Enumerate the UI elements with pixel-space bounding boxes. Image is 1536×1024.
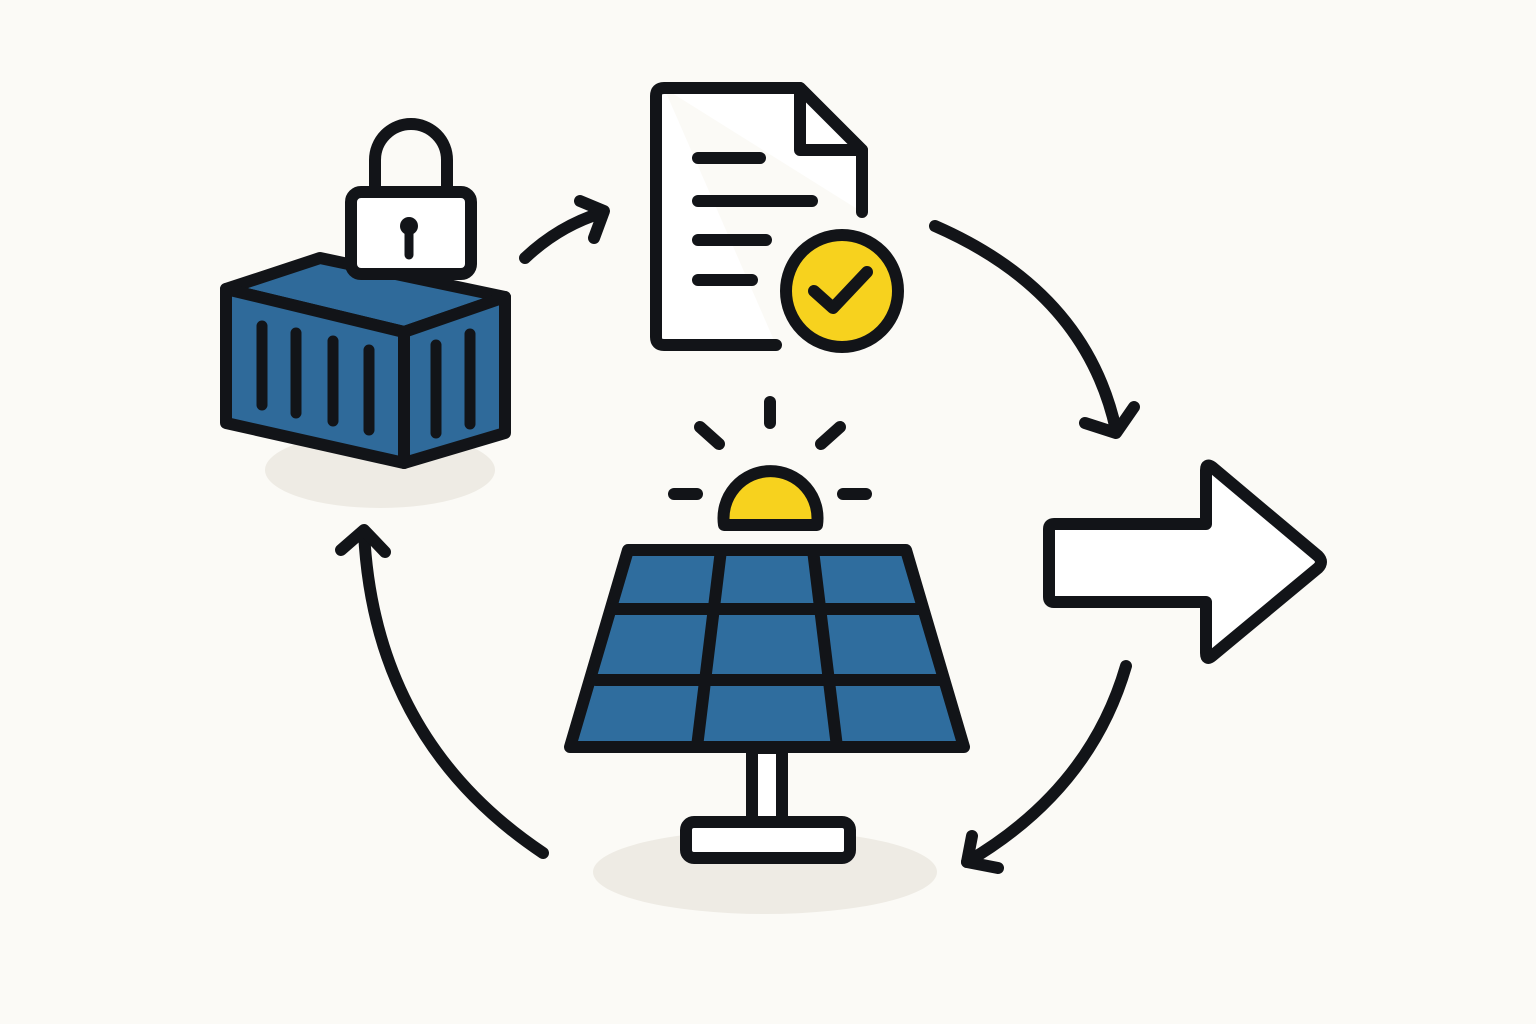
shipping-container-icon — [220, 252, 511, 469]
padlock-icon — [345, 118, 477, 280]
cycle-arrow-document-to-arrow — [929, 220, 1140, 439]
arrowhead-icon — [335, 524, 391, 558]
arrowhead-icon — [574, 195, 610, 244]
cycle-arrow-container-to-document — [519, 195, 610, 264]
solar-panel-node — [564, 396, 970, 864]
checkmark-badge-icon — [780, 229, 904, 353]
arrowhead-icon — [1079, 401, 1140, 439]
cycle-arrow-solar-panel-to-container — [335, 524, 549, 859]
right-arrow-icon — [1043, 459, 1327, 664]
approved-document-node — [650, 82, 904, 353]
locked-container-node — [220, 118, 511, 469]
forward-arrow-node — [1043, 459, 1327, 664]
cycle-arrow-arrow-to-solar-panel — [961, 660, 1132, 874]
solar-panel-icon — [564, 544, 970, 864]
arrowhead-icon — [961, 830, 1004, 874]
sun-icon — [668, 396, 872, 531]
document-icon — [650, 82, 868, 351]
